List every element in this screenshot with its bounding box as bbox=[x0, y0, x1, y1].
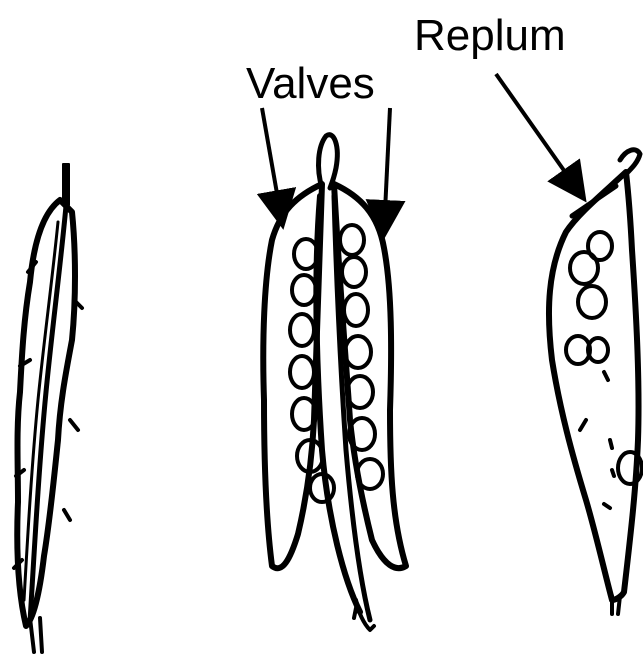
replum-label: Replum bbox=[414, 14, 566, 58]
right-valve bbox=[334, 184, 406, 568]
closed-pod-stalk-top bbox=[63, 164, 69, 205]
open-pod-top-loop bbox=[319, 135, 338, 188]
valves-arrow-left bbox=[262, 108, 282, 222]
replum-pod-tip bbox=[620, 150, 640, 174]
valves-label: Valves bbox=[246, 62, 375, 106]
closed-pod-side-view bbox=[14, 164, 82, 652]
closed-pod-stalk-bottom bbox=[30, 618, 42, 652]
valves-arrow-right bbox=[384, 108, 390, 232]
pod-with-replum bbox=[549, 150, 642, 614]
replum-arrow bbox=[496, 74, 582, 196]
